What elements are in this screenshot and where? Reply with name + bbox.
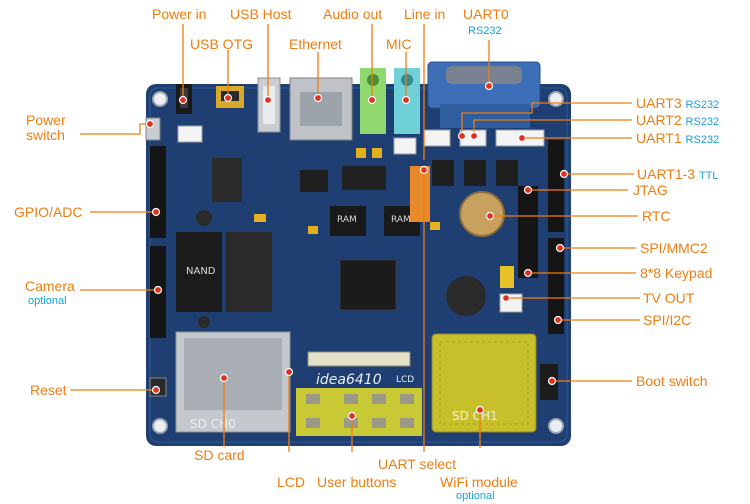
label-boot-switch: Boot switch — [636, 373, 708, 389]
label-camera-sub: optional — [28, 295, 67, 307]
nand-chip-label: NAND — [186, 266, 216, 277]
ram-chip-2-label: RAM — [391, 215, 411, 225]
label-uart1: UART1 RS232 — [636, 130, 720, 146]
label-audio-out: Audio out — [323, 6, 383, 22]
label-spi-i2c: SPI/I2C — [643, 312, 692, 328]
mounting-holes — [152, 91, 564, 434]
label-rtc: RTC — [642, 208, 671, 224]
label-tv-out: TV OUT — [643, 290, 695, 306]
label-sd-card: SD card — [194, 447, 245, 463]
spi-i2c-header — [548, 238, 564, 334]
label-camera: Camera — [25, 278, 75, 294]
lcd-silk: LCD — [396, 375, 414, 385]
label-uart0-sub: RS232 — [468, 25, 502, 37]
jtag-header — [518, 186, 538, 278]
label-jtag: JTAG — [633, 182, 668, 198]
label-wifi-module: WiFi module — [440, 474, 518, 490]
label-power-switch-2: switch — [26, 127, 65, 143]
nand-chip — [176, 232, 222, 312]
label-keypad: 8*8 Keypad — [640, 265, 713, 281]
label-user-buttons: User buttons — [317, 474, 397, 490]
label-uart0: UART0 — [463, 6, 509, 22]
label-power-in: Power in — [152, 6, 207, 22]
label-uart2: UART2 RS232 — [636, 112, 720, 128]
label-uart-select: UART select — [378, 456, 457, 472]
label-usb-host: USB Host — [230, 6, 292, 22]
label-uart1-sub: RS232 — [685, 134, 720, 146]
uart-ttl-header — [548, 140, 564, 232]
label-uart3-sub: RS232 — [685, 99, 720, 111]
label-lcd: LCD — [277, 474, 306, 490]
uart-select-switch — [410, 166, 430, 222]
label-uart13: UART1-3 TTL — [637, 166, 719, 182]
label-gpio-adc: GPIO/ADC — [14, 204, 83, 220]
label-wifi-sub: optional — [456, 490, 495, 502]
ram-chip-1-label: RAM — [337, 215, 357, 225]
label-line-in: Line in — [404, 6, 446, 22]
label-mic: MIC — [386, 36, 412, 52]
cpu-chip — [339, 259, 397, 311]
label-uart13-sub: TTL — [698, 170, 719, 182]
rtc-battery — [459, 191, 505, 237]
buzzer — [446, 276, 486, 316]
label-ethernet: Ethernet — [289, 36, 342, 52]
lcd-connector — [307, 351, 411, 367]
label-usb-otg: USB OTG — [190, 36, 254, 52]
board-name-silk: idea6410 — [316, 372, 382, 388]
label-uart2-sub: RS232 — [685, 116, 720, 128]
sd-ch1-silk: SD CH1 — [452, 409, 498, 423]
label-uart3: UART3 RS232 — [636, 95, 720, 111]
label-reset: Reset — [30, 382, 67, 398]
label-spi-mmc2: SPI/MMC2 — [640, 240, 708, 256]
label-power-switch-1: Power — [26, 112, 66, 128]
ram-chip-1 — [330, 206, 366, 236]
wifi-module-board — [431, 333, 537, 433]
